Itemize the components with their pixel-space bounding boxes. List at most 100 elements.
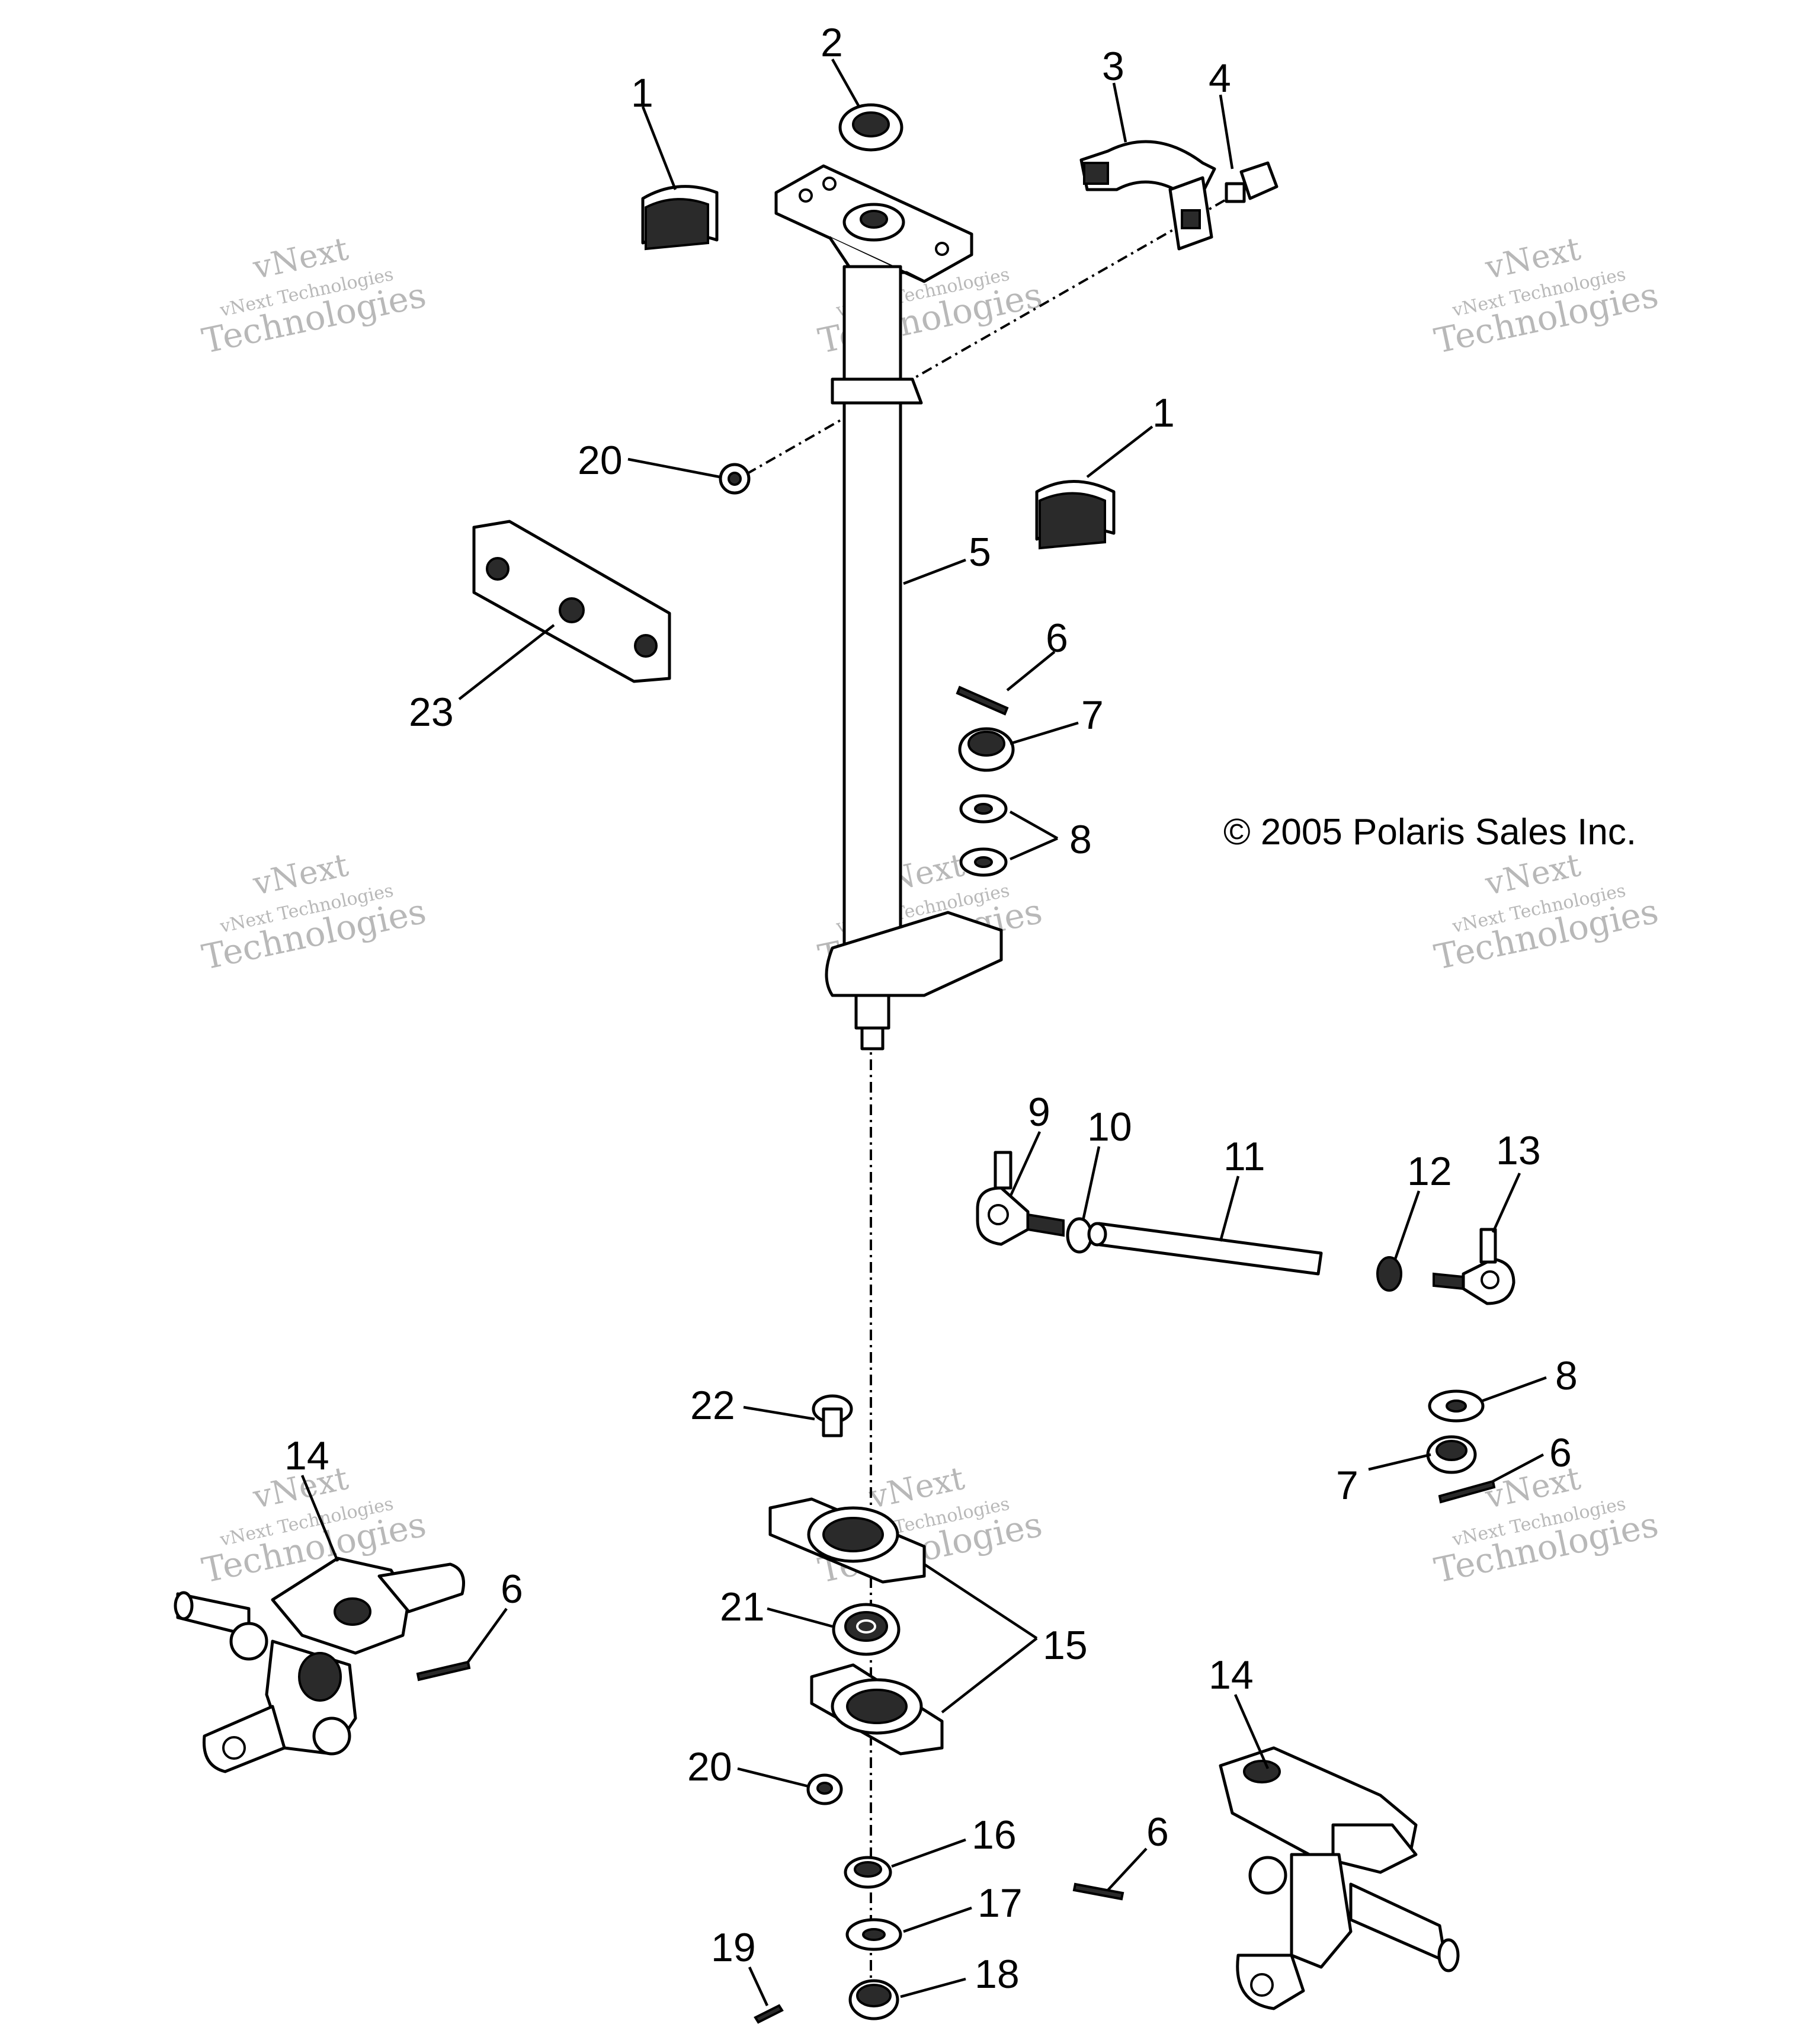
leader-1a xyxy=(641,106,677,190)
part-cotter-pin-bottom xyxy=(754,2004,784,2024)
callout-3: 3 xyxy=(1102,44,1124,89)
callout-6d: 6 xyxy=(1146,1810,1169,1855)
part-spindle-right xyxy=(1219,1746,1460,2010)
leader-11 xyxy=(1219,1176,1240,1242)
leader-5 xyxy=(903,558,966,585)
part-jam-nut-right xyxy=(1376,1256,1402,1292)
callout-16: 16 xyxy=(972,1812,1017,1858)
part-bolt-clamp xyxy=(1225,161,1279,203)
part-tie-rod-end-right xyxy=(1433,1228,1515,1305)
callout-18: 18 xyxy=(975,1952,1020,1997)
leader-14a xyxy=(300,1475,339,1562)
callout-5: 5 xyxy=(969,530,991,575)
part-steering-post-plate xyxy=(774,164,973,283)
leader-12 xyxy=(1393,1190,1421,1260)
leader-20b xyxy=(737,1767,809,1788)
copyright-notice: © 2005 Polaris Sales Inc. xyxy=(1223,812,1636,853)
watermark-mid-right: vNext vNext Technologies Technologies xyxy=(1431,846,1662,978)
part-tie-rod-end-left xyxy=(976,1151,1065,1246)
leader-22 xyxy=(743,1405,815,1421)
part-castle-nut-b xyxy=(1426,1435,1477,1474)
part-washers-a xyxy=(959,794,1008,877)
leader-14b xyxy=(1233,1694,1270,1769)
leader-2 xyxy=(831,58,860,108)
callout-23: 23 xyxy=(409,690,454,735)
callout-6b: 6 xyxy=(1549,1430,1572,1475)
callout-6c: 6 xyxy=(501,1567,523,1612)
leader-10 xyxy=(1081,1146,1101,1221)
leader-1b xyxy=(1086,425,1153,478)
part-bearing xyxy=(832,1603,901,1656)
callout-12: 12 xyxy=(1407,1149,1452,1194)
callout-11: 11 xyxy=(1223,1134,1265,1179)
callout-21: 21 xyxy=(720,1584,765,1629)
leader-9 xyxy=(1008,1131,1042,1197)
callout-22: 22 xyxy=(690,1383,735,1428)
part-bearing-flange-lower xyxy=(810,1663,944,1756)
leader-13 xyxy=(1491,1173,1521,1233)
callout-1b: 1 xyxy=(1152,390,1175,435)
part-carriage-bolt xyxy=(812,1394,853,1437)
leader-23 xyxy=(458,624,555,700)
leader-7b xyxy=(1368,1453,1431,1471)
callout-15: 15 xyxy=(1043,1623,1088,1668)
part-clamp xyxy=(1079,140,1216,251)
part-spindle-left xyxy=(174,1557,465,1773)
callout-1a: 1 xyxy=(631,71,653,116)
part-castle-nut-a xyxy=(958,727,1015,772)
callout-20a: 20 xyxy=(578,438,623,483)
part-washer-b xyxy=(1428,1389,1485,1423)
leader-17 xyxy=(903,1906,972,1933)
part-nut-top xyxy=(838,103,903,152)
callout-10: 10 xyxy=(1087,1104,1132,1149)
leader-20a xyxy=(627,457,720,479)
part-mounting-plate xyxy=(472,520,671,683)
part-tie-rod xyxy=(1087,1222,1323,1276)
leader-7a xyxy=(1010,721,1079,745)
callout-2: 2 xyxy=(821,20,843,65)
watermark-top-right: vNext vNext Technologies Technologies xyxy=(1431,230,1662,361)
centerline-upper xyxy=(746,191,1239,475)
callout-4: 4 xyxy=(1209,56,1231,101)
leader-6d xyxy=(1107,1847,1148,1891)
callout-7b: 7 xyxy=(1336,1463,1358,1508)
part-cotter-pin-b xyxy=(1438,1479,1496,1504)
watermark-mid-left: vNext vNext Technologies Technologies xyxy=(198,846,430,978)
watermark-top-left: vNext vNext Technologies Technologies xyxy=(198,230,430,361)
part-bushing-lower xyxy=(1035,480,1116,550)
leader-4 xyxy=(1219,94,1234,169)
part-locknut-upper xyxy=(719,463,751,495)
leader-8a xyxy=(1009,811,1059,861)
leader-8b xyxy=(1481,1376,1547,1403)
callout-14a: 14 xyxy=(284,1433,329,1478)
part-cotter-pin-c xyxy=(416,1660,471,1682)
callout-7a: 7 xyxy=(1081,693,1104,738)
part-seal xyxy=(844,1856,892,1889)
callout-20b: 20 xyxy=(687,1744,732,1789)
leader-6c xyxy=(467,1607,508,1663)
leader-3 xyxy=(1112,82,1127,143)
part-washer-lower xyxy=(845,1918,902,1951)
callout-8a: 8 xyxy=(1069,817,1092,862)
part-cotter-pin-d xyxy=(1072,1882,1124,1901)
part-cotter-pin-a xyxy=(956,686,1009,716)
leader-21 xyxy=(767,1607,833,1628)
callout-17: 17 xyxy=(978,1881,1023,1926)
part-locknut-lower xyxy=(806,1773,843,1805)
part-bearing-flange-upper xyxy=(768,1497,926,1584)
leader-16 xyxy=(891,1838,966,1868)
callout-19: 19 xyxy=(711,1925,756,1970)
part-castle-nut-bottom xyxy=(848,1979,899,2020)
leader-15 xyxy=(923,1563,1038,1714)
part-steering-post xyxy=(825,265,1003,1051)
callout-14b: 14 xyxy=(1209,1653,1254,1698)
leader-18 xyxy=(900,1977,966,1999)
part-bushing-upper xyxy=(641,185,719,251)
leader-6b xyxy=(1492,1453,1545,1482)
callout-9: 9 xyxy=(1028,1090,1050,1135)
leader-19 xyxy=(748,1967,769,2006)
callout-13: 13 xyxy=(1496,1128,1541,1173)
callout-6a: 6 xyxy=(1046,616,1068,661)
callout-8b: 8 xyxy=(1555,1353,1578,1398)
